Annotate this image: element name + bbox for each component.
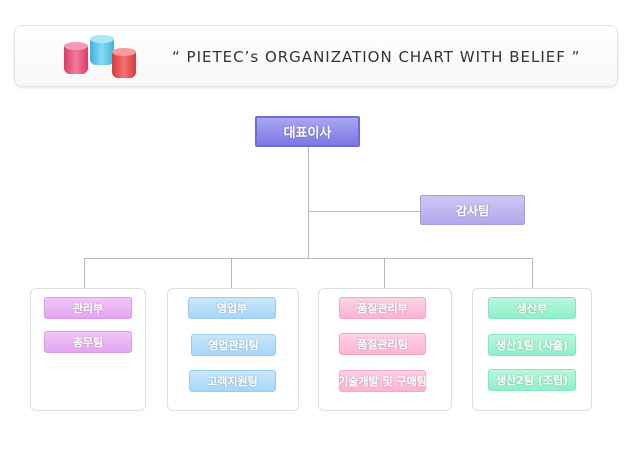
connector-line [84,258,532,259]
team-production-1[interactable]: 생산1팀 (사출) [488,334,576,356]
dept-production[interactable]: 생산부 [488,297,576,319]
cylinders-icon [90,35,114,65]
connector-line [231,258,232,288]
connector-line [384,258,385,288]
team-sales-management[interactable]: 영업관리팀 [191,334,276,356]
dept-sales[interactable]: 영업부 [188,297,276,319]
dept-admin[interactable]: 관리부 [44,297,132,319]
connector-line [308,211,420,212]
team-customer-support[interactable]: 고객지원팀 [189,370,276,392]
team-tech-dev-purchasing[interactable]: 기술개발 및 구매팀 [338,370,427,392]
chart-title: “ PIETEC’s ORGANIZATION CHART WITH BELIE… [172,48,581,66]
audit-team-node[interactable]: 감사팀 [420,195,525,225]
connector-line [308,147,309,258]
connector-line [532,258,533,288]
team-general-affairs[interactable]: 총무팀 [44,331,132,353]
dept-quality[interactable]: 품질관리부 [339,297,426,319]
connector-line [84,258,85,288]
cylinders-icon [64,42,88,74]
team-quality-management[interactable]: 품질관리팀 [339,333,426,355]
cylinders-icon [112,48,136,78]
team-production-2[interactable]: 생산2팀 (조립) [488,369,576,391]
ceo-node[interactable]: 대표이사 [255,116,360,147]
